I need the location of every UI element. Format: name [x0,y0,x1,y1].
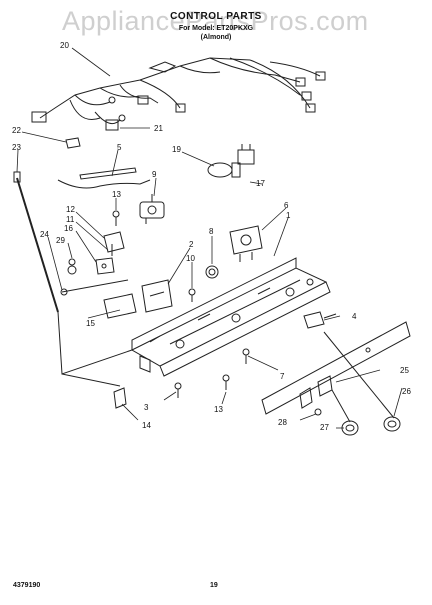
callout-6: 6 [284,201,289,210]
callout-10: 10 [186,254,195,263]
screw-part-13-lower [222,374,230,390]
callout-12: 12 [66,205,75,214]
callout-7: 7 [280,372,285,381]
variant-line: (Almond) [200,34,232,41]
light-socket-part-19 [237,144,255,165]
thermostat-part-9 [139,194,165,224]
bracket-part-2 [141,279,173,313]
callout-23: 23 [12,143,21,152]
callout-1: 1 [286,211,291,220]
callout-3: 3 [144,403,149,412]
screw-part-3 [174,382,182,398]
control-housing-part-1 [130,257,331,377]
tube-sleeve [79,167,137,180]
callout-24: 24 [40,230,49,239]
callout-9: 9 [152,170,157,179]
knob-part-8 [205,265,219,279]
callout-13-upper: 13 [112,190,121,199]
callout-28: 28 [278,418,287,427]
callout-19: 19 [172,145,181,154]
washer-part-28 [314,408,322,416]
knob-part-27 [341,420,359,436]
clip-part-21 [105,119,119,131]
clip-part-22 [65,137,81,149]
control-part-6 [229,225,263,262]
callout-2: 2 [189,240,194,249]
light-bulb-part-17 [207,162,241,178]
capillary-tube-part-5 [57,179,151,189]
watermark-text: AppliancePartsPros.com [62,6,369,36]
callout-26: 26 [402,387,411,396]
bracket-part-14 [113,387,127,409]
page-number: 19 [210,582,218,589]
screw-part-10 [188,288,196,302]
callout-11: 11 [66,215,75,224]
component-part-4 [303,311,337,329]
callout-17: 17 [256,179,265,188]
diagram-title: CONTROL PARTS [170,11,262,22]
callout-5: 5 [117,143,122,152]
callout-8: 8 [209,227,214,236]
screw-part-7 [242,348,250,364]
bracket-part-15 [103,293,137,319]
wire-harness [31,57,326,125]
callout-29: 29 [56,236,65,245]
callout-13-lower: 13 [214,405,223,414]
screw-part-13-upper [112,210,120,226]
leader-lines [16,47,403,429]
nut-part-29 [67,258,77,275]
bracket-part-11 [103,231,125,256]
callout-22: 22 [12,126,21,135]
callout-15: 15 [86,319,95,328]
callout-25: 25 [400,366,409,375]
knob-part-26 [383,416,401,432]
rod-part-23 [16,177,59,313]
control-panel-part-25 [261,321,411,415]
callout-27: 27 [320,423,329,432]
lever-part-24 [60,279,129,296]
document-number: 4379190 [13,582,41,589]
callout-14: 14 [142,421,151,430]
callout-16: 16 [64,224,73,233]
callout-21: 21 [154,124,163,133]
model-line: For Model: ET20PKXG [178,25,254,32]
switch-part-16 [95,257,115,275]
callout-4: 4 [352,312,357,321]
callout-20: 20 [60,41,69,50]
callout-labels: 20 21 22 23 5 19 17 13 9 12 11 16 29 24 … [12,41,411,432]
